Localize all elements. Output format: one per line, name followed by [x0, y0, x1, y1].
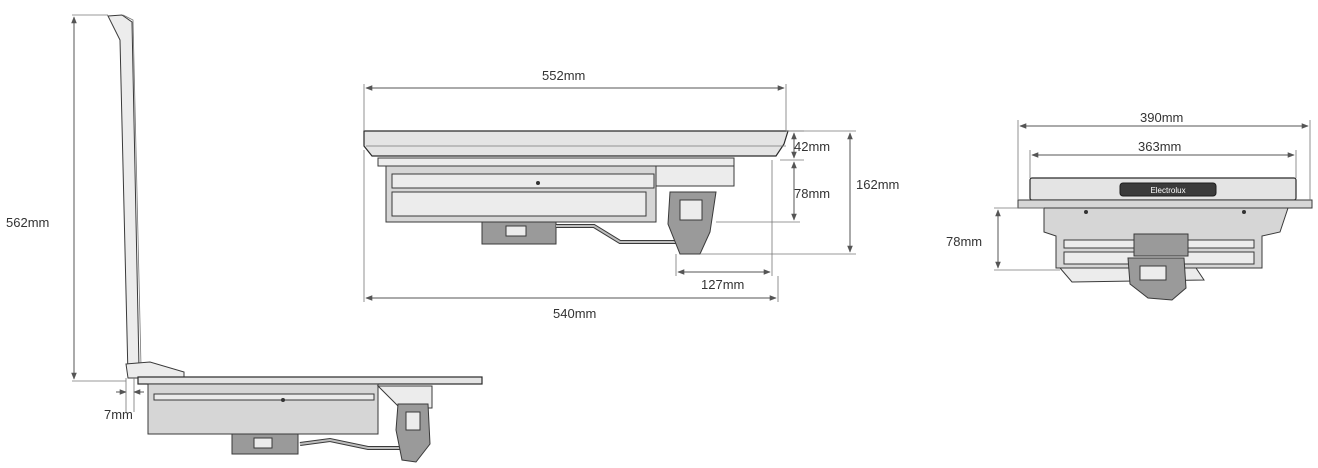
brand-label: Electrolux [1150, 186, 1185, 195]
lid-edge [122, 14, 142, 367]
dim-outlet-offset-label: 127mm [701, 277, 744, 292]
dim-top-width-label: 552mm [542, 68, 585, 83]
dim-front-inner-label: 363mm [1138, 139, 1181, 154]
screw [281, 398, 285, 402]
side-view-open: 562mm 7mm [6, 14, 483, 463]
side-view-closed: 552mm 42mm 78mm 162mm 127mm 540mm [363, 68, 899, 321]
dim-body-depth-label: 78mm [794, 186, 830, 201]
dim-bottom-width-label: 540mm [553, 306, 596, 321]
dim-height-label: 562mm [6, 215, 49, 230]
dim-top-thickness-label: 42mm [794, 139, 830, 154]
lid-hinge [125, 361, 185, 379]
casing-rail [153, 393, 375, 401]
front-worktop [1017, 199, 1313, 209]
brand-plate [1119, 182, 1217, 197]
motor-housing [376, 385, 433, 409]
closed-motor [655, 165, 735, 187]
drain-box-port [253, 437, 273, 449]
dim-front-depth-label: 78mm [946, 234, 982, 249]
front-motor [1133, 233, 1189, 257]
dim-total-depth-label: 162mm [856, 177, 899, 192]
closed-top [363, 130, 789, 157]
dim-front-outer-label: 390mm [1140, 110, 1183, 125]
outlet-fitting [395, 403, 431, 463]
front-view: Electrolux 390mm 363mm 78mm [946, 110, 1313, 301]
dim-offset-label: 7mm [104, 407, 133, 422]
casing [147, 383, 379, 435]
cooktop-plate [137, 376, 483, 385]
closed-rail [377, 157, 735, 167]
